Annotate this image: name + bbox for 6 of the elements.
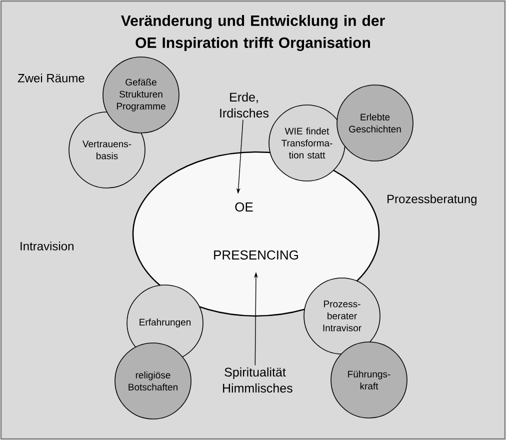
text-label: Spiritualität Himmlisches bbox=[223, 367, 292, 393]
side-label: Intravision bbox=[20, 242, 74, 250]
side-label: Zwei Räume bbox=[18, 74, 84, 82]
text-label: Erde, Irdisches bbox=[220, 92, 269, 118]
side-label: Prozessberatung bbox=[388, 194, 476, 206]
title: Veränderung und Entwicklung in der OE Inspiration trifft Organisation bbox=[121, 14, 385, 52]
